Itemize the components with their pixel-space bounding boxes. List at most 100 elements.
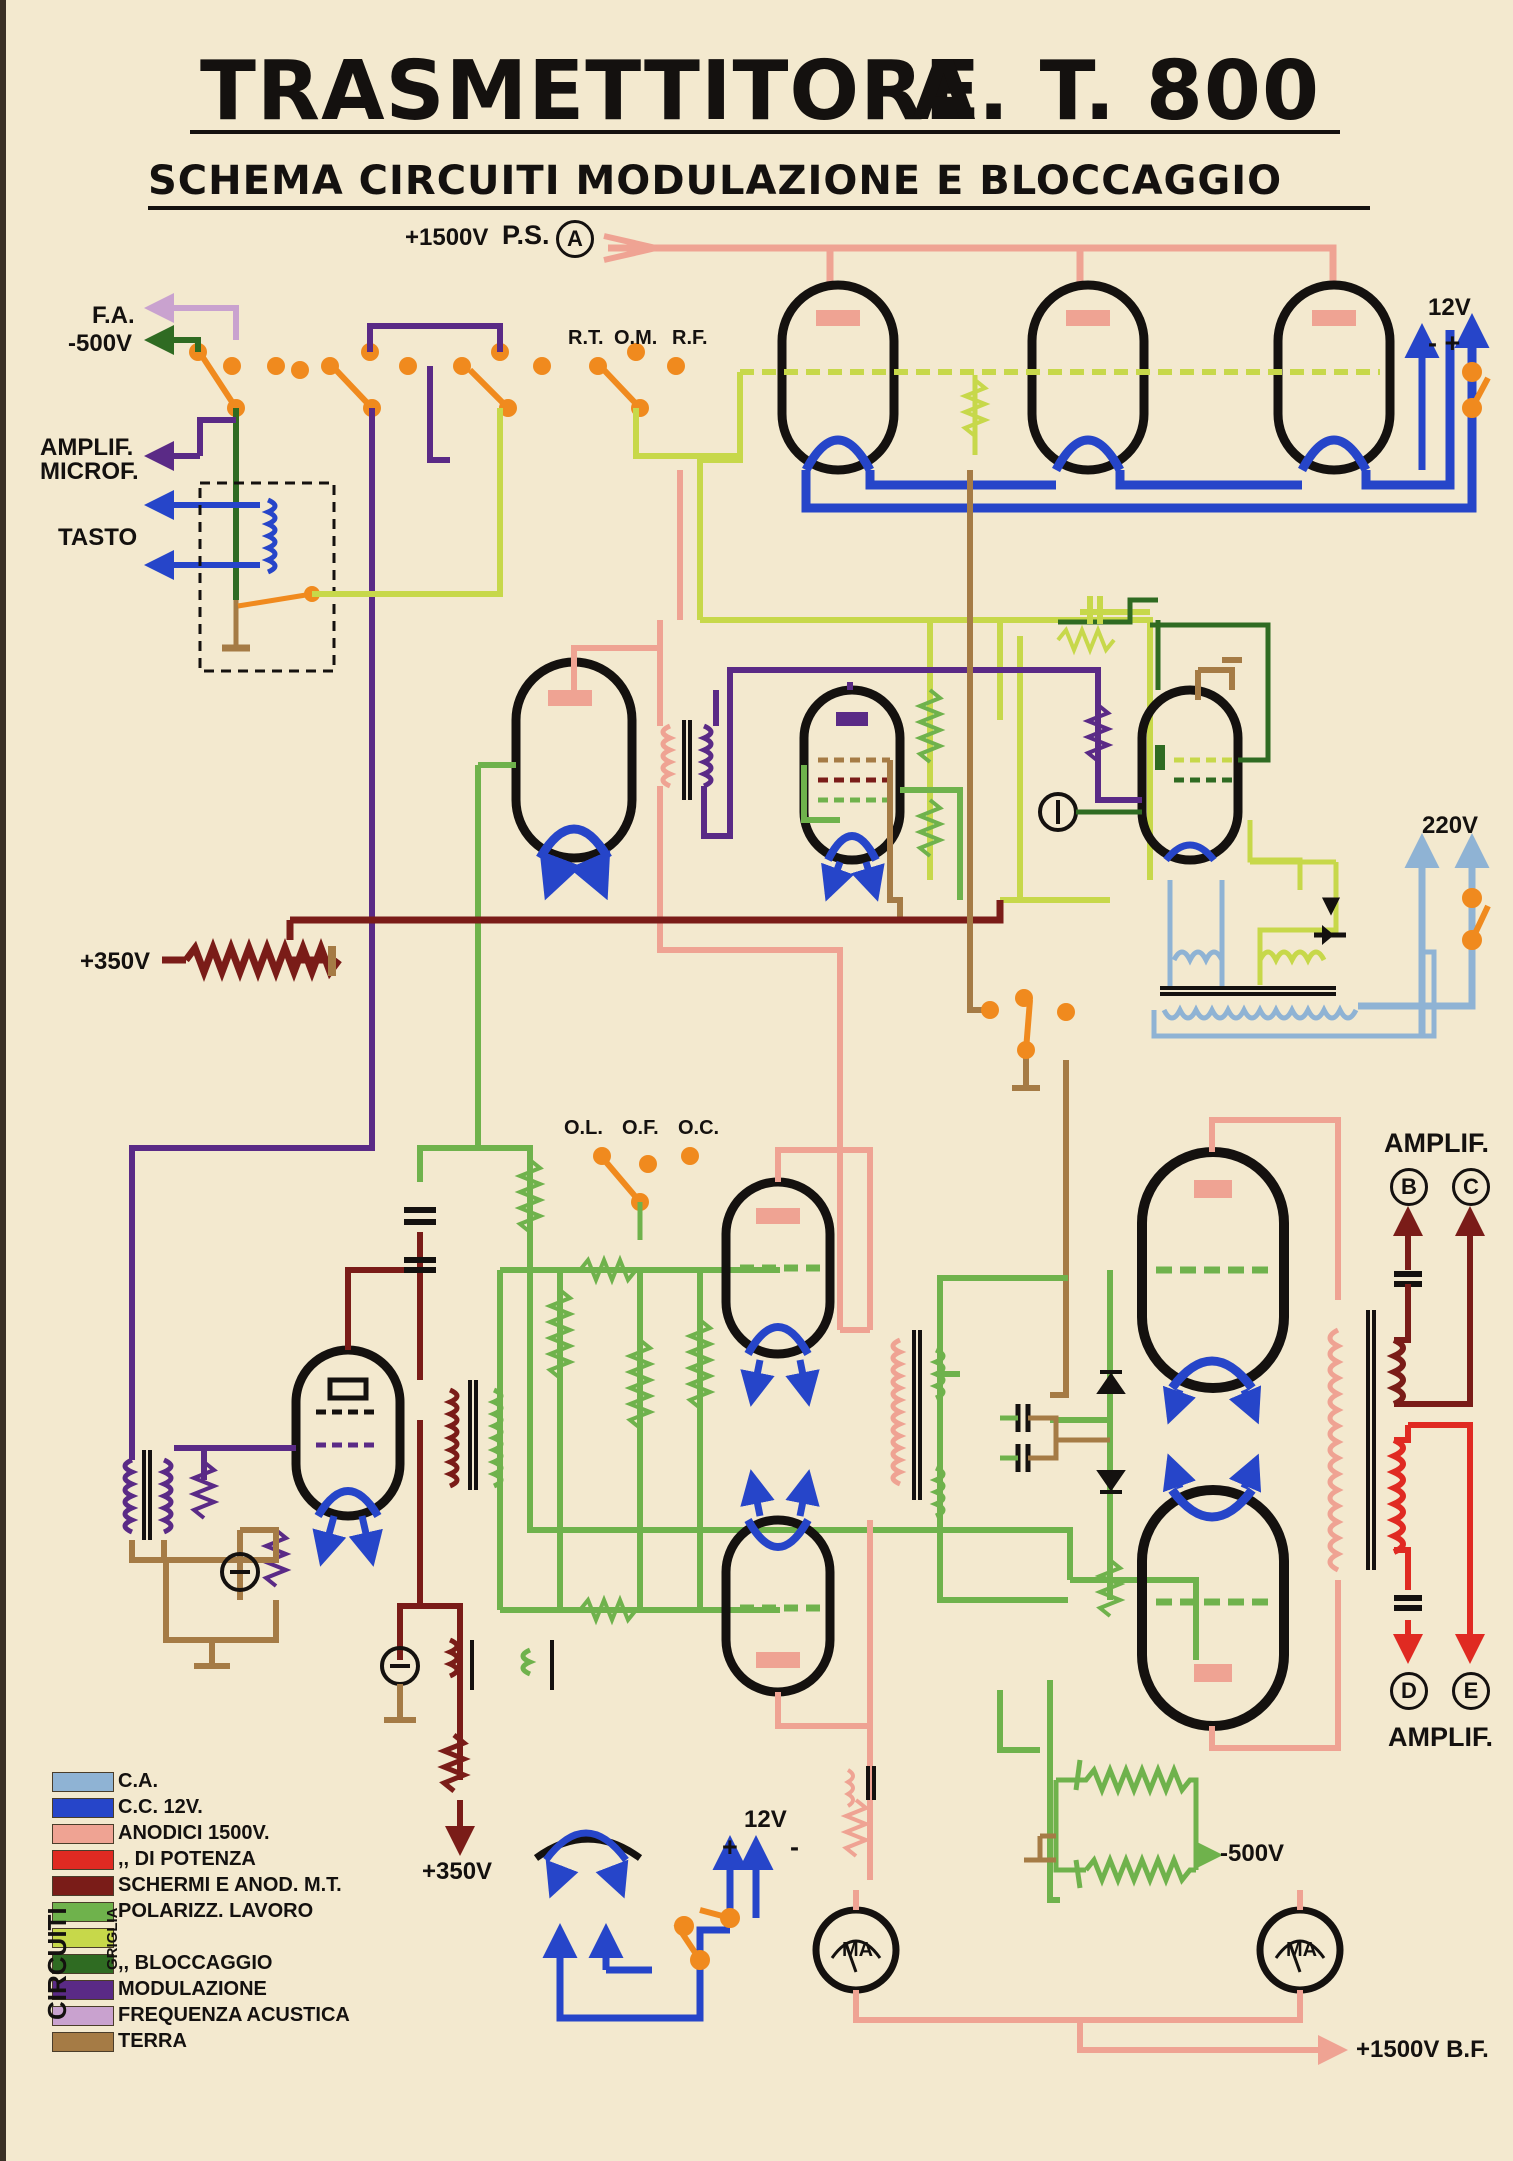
tasto-label: TASTO [58,524,138,551]
legend-swatch [52,1876,114,1896]
page-title: TRASMETTITORE A. T. 800 [190,38,1340,139]
tube-mid-3-internals [1155,745,1236,863]
coupling-capacitor-audio [404,1207,436,1273]
amplif-de-wiring [1393,1422,1485,1664]
choke-lower [437,1637,554,1793]
legend-swatch [52,2006,114,2026]
tube-driver-upper-internals [740,1264,820,1407]
legend-label: TERRA [118,2030,187,2052]
tube-top-2 [1027,280,1149,475]
acoustic-wiring [144,293,239,340]
legend-label: MODULAZIONE [118,1978,267,2000]
grid-resistor-mid [914,688,946,858]
neon-lamp-lower [380,1646,420,1723]
driver-anode-wiring [775,1147,873,1880]
amplif-bc-capacitor [1394,1271,1422,1310]
legend-swatch [52,1772,114,1792]
tube-top-anodes [816,310,1356,326]
legend-swatch [52,1902,114,1922]
legend-griglia-label: GRIGLIA [104,1907,121,1971]
ps-voltage-label: +1500V [405,224,489,251]
grid-resistor-top [959,378,991,438]
legend-label: FREQUENZA ACUSTICA [118,2004,350,2026]
bias-wiring-mid [475,762,963,1148]
amplif-top-label: AMPLIF. [1384,1128,1489,1158]
minus-sign-label: - [790,1832,799,1862]
fa-label: F.A. [92,302,135,329]
tube-power-lower [1137,1485,1289,1731]
legend-swatch [52,1980,114,2000]
plus350-bottom-label: +350V [422,1858,493,1885]
grid-wiring-audio [174,1445,296,1480]
bias-pot-wiper [1024,1759,1083,1889]
v220-label: 220V [1422,812,1479,839]
interstage-transformer [660,720,714,800]
v12-bottom-label: 12V [744,1806,787,1833]
bloccaggio-dark-wiring [144,325,239,600]
tube-driver-lower-anode [756,1652,800,1668]
key-relay-box [198,481,336,673]
band-switch-lower-lever [603,1160,643,1204]
switch-12v-bottom [673,1907,740,1970]
legend-swatch [52,1928,114,1948]
switch-levers [199,354,643,411]
plus-sign-label: + [722,1832,738,1862]
band-switch-lower [593,1147,699,1211]
legend-label: ,, DI POTENZA [118,1848,256,1870]
legend-group-label: CIRCUITI [42,1907,72,2020]
interstage-transformer-lower [890,1330,946,1519]
title-rule [190,130,1340,134]
ps-label: P.S. [502,220,550,250]
amplif-microf-label-2: MICROF. [40,458,139,485]
microphone-key-wiring [144,490,260,580]
page-edge [0,0,6,2161]
of-label: O.F. [622,1117,659,1139]
amplif-microf-label-1: AMPLIF. [40,434,134,461]
power-transformer [1151,880,1437,1039]
legend-label: C.C. 12V. [118,1796,203,1818]
bf-choke [844,1766,876,1808]
rectifier-section [1247,820,1346,985]
minus500-bottom-label: -500V [1220,1840,1285,1867]
switch-12v-top [1462,362,1491,418]
bf-label: +1500V B.F. [1356,2036,1489,2063]
ground-wiring-audio [129,1527,279,1669]
tube-power-upper-internals [1156,1266,1270,1425]
legend-swatch [52,1954,114,1974]
v12-top-label: 12V [1428,294,1471,321]
tube-mid-1-filament [536,824,612,901]
legend-label: SCHERMI E ANOD. M.T. [118,1874,342,1896]
legend-label: ANODICI 1500V. [118,1822,270,1844]
node-b: B [1390,1168,1428,1206]
legend-swatch [52,2032,114,2052]
bias-pot-lower [1084,1853,1196,1887]
amplif-bc-wiring [1393,1206,1485,1407]
tube-top-filaments [801,330,1477,513]
legend-swatch [52,1850,114,1870]
node-e: E [1452,1672,1490,1710]
bf-resistor [840,1798,872,1858]
diodes-lower [1096,1370,1126,1494]
heater-bottom-wiring [542,1829,774,2022]
output-transformer-audio [443,1380,504,1490]
tube-power-upper-anode [1194,1180,1232,1198]
legend-swatch [52,1798,114,1818]
band-switch-mid [981,989,1075,1059]
heater-bottom-tube [533,1835,643,1861]
ground-center-wire [967,470,1069,1398]
modulation-wiring-mid [701,667,1142,839]
title-right: A. T. 800 [911,44,1320,139]
anode-bus-top [603,233,1337,290]
neon-lamp-audio [220,1552,260,1592]
legend-label: ,, BLOCCAGGIO [118,1952,273,1974]
output-transformer-power [1327,1310,1406,1573]
v12-polarity-label: - + [1428,328,1461,358]
title-left: TRASMETTITORE [200,44,982,139]
screen-350v-line [162,900,1004,982]
legend-swatch [52,1824,114,1844]
tube-power-lower-internals [1156,1453,1270,1606]
power-anode-wiring [1209,1117,1341,1751]
tube-power-lower-anode [1194,1664,1232,1682]
